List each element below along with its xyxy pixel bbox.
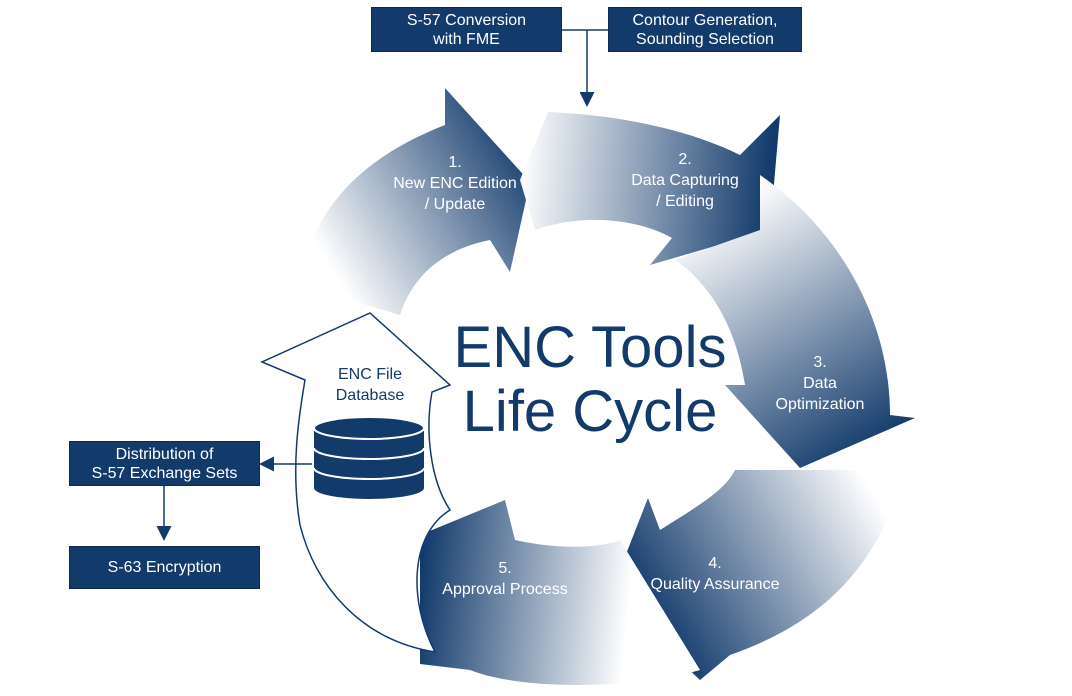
cycle-arrow-4: [610, 470, 905, 680]
cycle-arrow-2: [520, 112, 780, 265]
center-title: ENC Tools Life Cycle: [453, 315, 727, 444]
cycle-arrow-1: [300, 88, 530, 315]
s57-conversion-box: S-57 Conversion with FME: [371, 7, 562, 52]
step-5-label: 5. Approval Process: [442, 560, 568, 598]
step-2-label: 2. Data Capturing / Editing: [631, 151, 739, 210]
s63-encryption-box: S-63 Encryption: [69, 546, 260, 589]
database-icon: [313, 416, 425, 499]
step-3-label: 3. Data Optimization: [775, 354, 865, 413]
distribution-box: Distribution of S-57 Exchange Sets: [69, 441, 260, 486]
step-4-label: 4. Quality Assurance: [650, 555, 780, 593]
contour-generation-box: Contour Generation, Sounding Selection: [608, 7, 802, 52]
database-label: ENC File Database: [335, 366, 405, 404]
cycle-arrow-3: [675, 175, 915, 468]
step-1-label: 1. New ENC Edition / Update: [393, 154, 517, 213]
cycle-arrow-5: [420, 500, 700, 685]
